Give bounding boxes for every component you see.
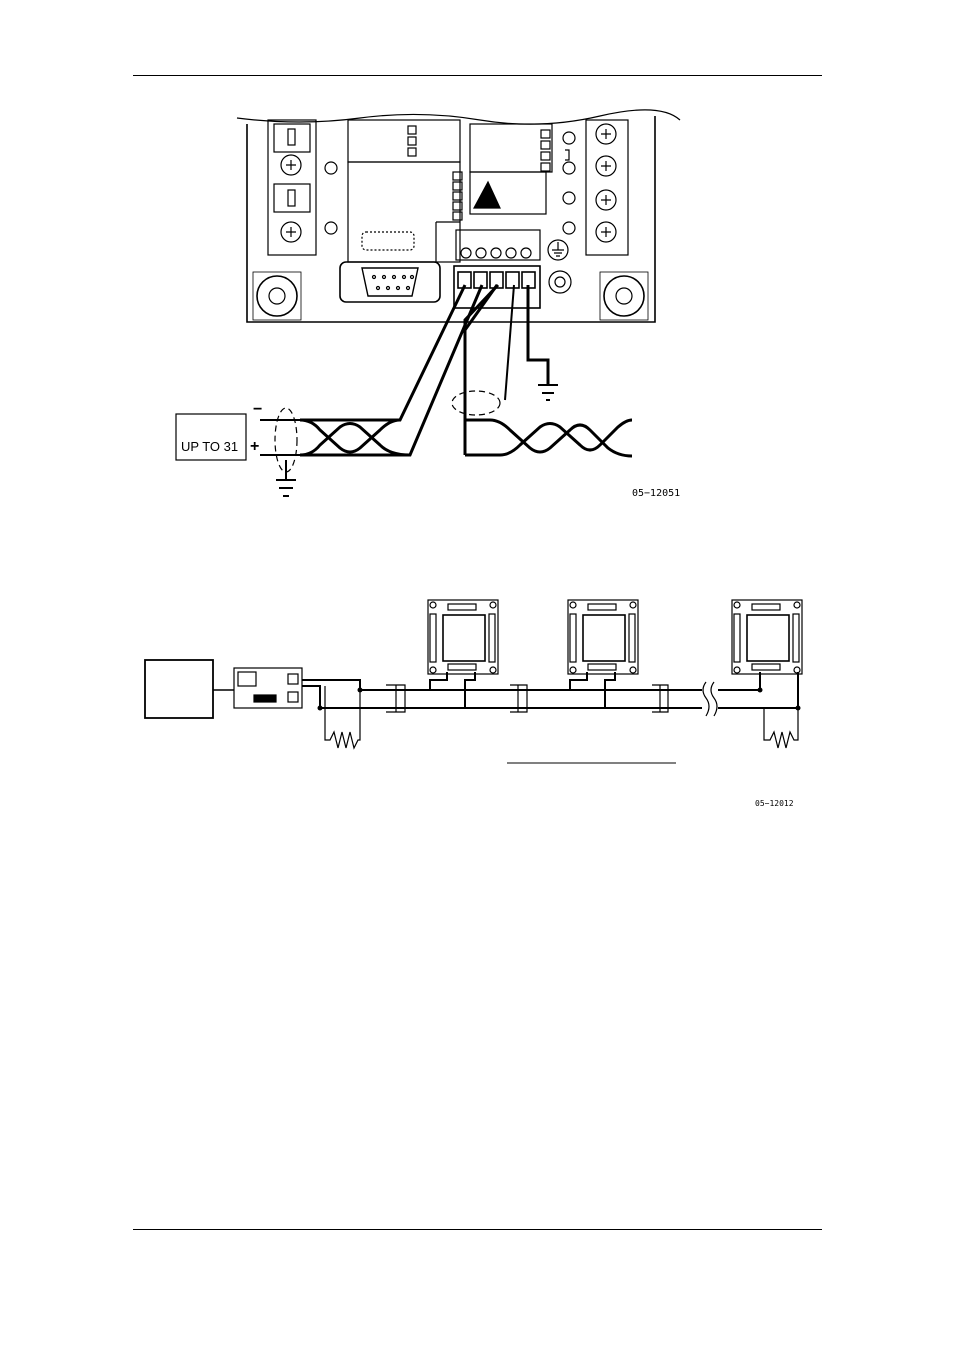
wire-a xyxy=(300,285,465,420)
minus-sign: − xyxy=(253,401,262,418)
relay-unit-3 xyxy=(732,600,802,674)
bus-line-a xyxy=(302,680,702,690)
footer-rule xyxy=(133,1229,822,1230)
torn-edge xyxy=(237,110,680,124)
db9-connector xyxy=(340,262,440,302)
relay-case xyxy=(247,116,655,322)
figure-code-1: 05−12051 xyxy=(632,488,680,499)
wire-b xyxy=(300,285,482,455)
relay-unit-2 xyxy=(568,600,638,674)
twisted-pair-left xyxy=(260,420,410,455)
right-terminal-block xyxy=(586,120,628,255)
shield-marker-right xyxy=(452,391,500,415)
wire-f xyxy=(528,285,548,385)
esd-warning-icon xyxy=(474,182,500,208)
wire-e xyxy=(505,285,514,400)
relay-unit-1 xyxy=(428,600,498,674)
mounting-bolt-right xyxy=(604,276,644,316)
ground-icon-right xyxy=(538,385,558,400)
left-terminal-block xyxy=(268,120,316,255)
relay-wiring-diagram: UP TO 31 − + 05−12051 xyxy=(0,0,954,520)
converter-box xyxy=(234,668,302,708)
twisted-pair-right xyxy=(465,420,632,456)
figure-code-2: 05−12012 xyxy=(755,799,794,808)
mounting-bolt-left xyxy=(257,276,297,316)
plus-sign: + xyxy=(250,438,259,455)
bus-line-b xyxy=(302,686,702,708)
pc-box xyxy=(145,660,213,718)
device-label: UP TO 31 xyxy=(181,439,238,454)
